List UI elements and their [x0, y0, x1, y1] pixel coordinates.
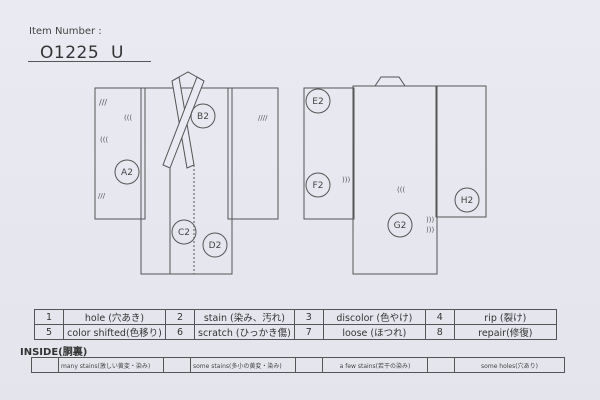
- legend-num: 3: [293, 309, 324, 325]
- legend-num: 8: [424, 324, 455, 340]
- svg-text:G2: G2: [394, 221, 407, 231]
- legend-label: stain (染み、汚れ): [194, 309, 295, 325]
- item-number-underline: [28, 61, 151, 62]
- inside-option-label: some stains(多小の黄変・染み): [190, 357, 296, 373]
- front-kimono-diagram: /// ((( ((( /// ////: [94, 71, 279, 275]
- svg-text:(((: (((: [397, 186, 405, 194]
- svg-text:(((: (((: [124, 114, 132, 122]
- legend-label: hole (穴あき): [63, 309, 166, 325]
- legend-num: 6: [165, 324, 195, 340]
- inside-condition-table: many stains(激しい黄変・染み) some stains(多小の黄変・…: [31, 357, 565, 373]
- svg-text:(((: (((: [100, 136, 108, 144]
- kimono-diagrams: /// ((( ((( /// //// ))) ((( ))) ))) A2 B…: [94, 71, 487, 275]
- damage-marker: B2: [190, 103, 216, 129]
- inside-checkbox[interactable]: [295, 357, 323, 373]
- legend-num: 5: [34, 324, 64, 340]
- damage-marker: E2: [305, 88, 331, 114]
- inside-section-title: INSIDE(胴裏): [20, 347, 88, 358]
- legend-row: 1 hole (穴あき) 2 stain (染み、汚れ) 3 discolor …: [34, 309, 557, 325]
- svg-text:))): ))): [426, 216, 434, 224]
- svg-text:B2: B2: [197, 112, 209, 122]
- inside-option-label: some holes(穴あり): [454, 357, 565, 373]
- damage-marker: F2: [305, 172, 331, 198]
- inside-checkbox[interactable]: [427, 357, 455, 373]
- svg-text:H2: H2: [461, 196, 474, 206]
- svg-text:))): ))): [342, 176, 350, 184]
- svg-text:C2: C2: [178, 228, 190, 238]
- damage-marker: A2: [114, 159, 140, 185]
- svg-text:E2: E2: [312, 97, 323, 107]
- inside-option-label: a few stains(若干の染み): [322, 357, 428, 373]
- legend-num: 1: [34, 309, 64, 325]
- svg-text:///: ///: [99, 98, 107, 107]
- legend-label: scratch (ひっかき傷): [194, 324, 295, 340]
- legend-label: discolor (色やけ): [322, 309, 426, 325]
- svg-text:))): ))): [426, 226, 434, 234]
- damage-legend-table: 1 hole (穴あき) 2 stain (染み、汚れ) 3 discolor …: [34, 309, 557, 340]
- legend-num: 7: [293, 324, 324, 340]
- legend-row: 5 color shifted(色移り) 6 scratch (ひっかき傷) 7…: [34, 324, 557, 340]
- svg-text:F2: F2: [313, 181, 324, 191]
- item-number-value: O1225 U: [40, 43, 124, 63]
- inside-checkbox[interactable]: [31, 357, 59, 373]
- back-kimono-diagram: ))) ((( ))) ))): [303, 76, 487, 275]
- svg-text:D2: D2: [209, 241, 222, 251]
- damage-marker: H2: [454, 187, 480, 213]
- inside-option-label: many stains(激しい黄変・染み): [58, 357, 164, 373]
- damage-marker: G2: [387, 212, 413, 238]
- svg-text:////: ////: [258, 114, 268, 122]
- legend-label: repair(修復): [453, 324, 557, 340]
- damage-marker: C2: [171, 219, 197, 245]
- legend-label: color shifted(色移り): [63, 324, 166, 340]
- item-number-label: Item Number :: [29, 26, 102, 37]
- legend-label: loose (ほつれ): [322, 324, 426, 340]
- legend-label: rip (裂け): [453, 309, 557, 325]
- svg-text:///: ///: [98, 192, 106, 200]
- inside-checkbox[interactable]: [163, 357, 191, 373]
- legend-num: 2: [165, 309, 195, 325]
- legend-num: 4: [424, 309, 455, 325]
- damage-marker: D2: [202, 232, 228, 258]
- svg-text:A2: A2: [121, 168, 133, 178]
